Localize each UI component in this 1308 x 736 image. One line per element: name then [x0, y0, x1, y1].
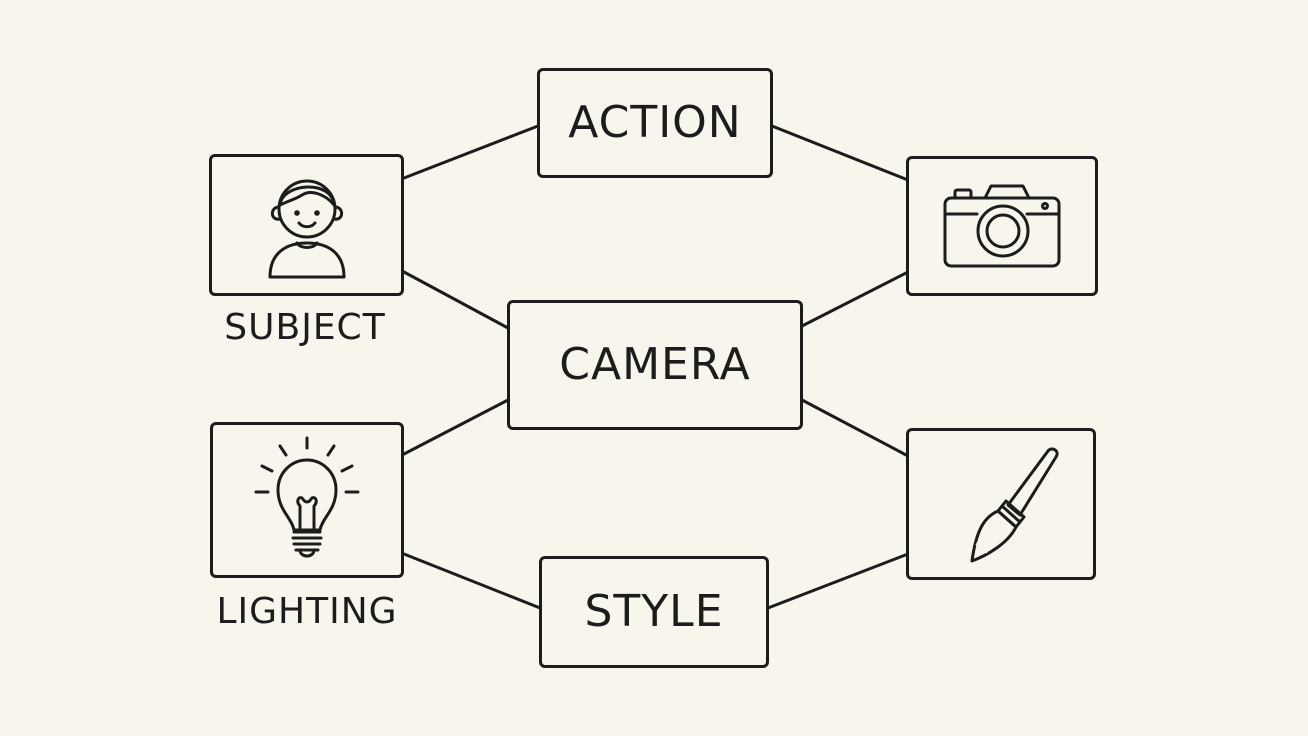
person-icon: [268, 179, 345, 279]
connector-lighting-style: [402, 552, 542, 610]
connector-camera-card-center: [800, 270, 910, 328]
subject-caption: SUBJECT: [224, 307, 386, 348]
lightbulb-icon: [254, 436, 360, 558]
action-node: ACTION: [537, 68, 773, 178]
style-label: STYLE: [584, 586, 724, 637]
subject-card: [209, 154, 404, 296]
camera-icon: [943, 184, 1061, 268]
connector-action-camera-card: [770, 124, 910, 182]
style-node: STYLE: [539, 556, 769, 668]
camera-card: [906, 156, 1098, 296]
connector-center-style-card: [800, 398, 910, 458]
action-label: ACTION: [568, 97, 742, 148]
lighting-card: [210, 422, 404, 578]
connector-style-card-style: [766, 552, 910, 610]
paintbrush-icon: [970, 447, 1059, 563]
lighting-caption: LIGHTING: [216, 591, 398, 632]
camera-node: CAMERA: [507, 300, 803, 430]
connector-subject-center: [402, 270, 510, 330]
connector-subject-action: [402, 124, 540, 180]
camera-label: CAMERA: [559, 339, 751, 390]
style-card: [906, 428, 1096, 580]
connector-center-lighting: [402, 398, 510, 456]
